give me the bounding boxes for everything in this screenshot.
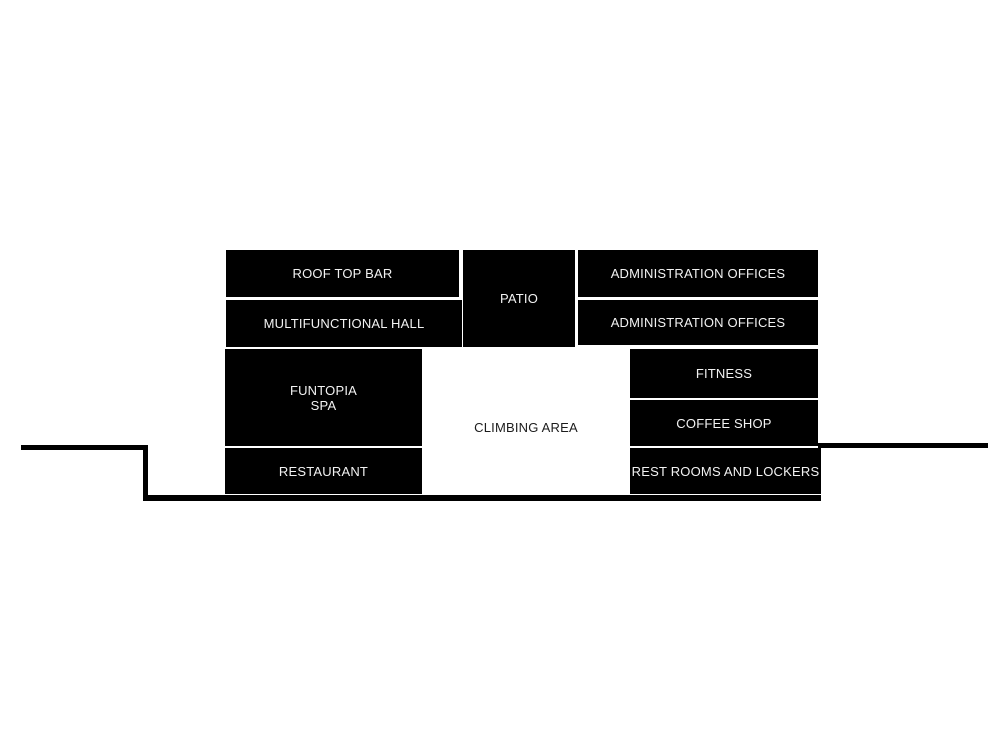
block-coffee-shop: COFFEE SHOP [630, 400, 818, 446]
block-roof-top-bar: ROOF TOP BAR [226, 250, 459, 297]
block-restaurant: RESTAURANT [225, 448, 422, 494]
block-fitness-label: FITNESS [695, 366, 753, 381]
block-coffee-shop-label: COFFEE SHOP [676, 415, 772, 431]
ground-line-step [143, 445, 148, 501]
climbing-area-label: CLIMBING AREA [474, 420, 578, 435]
block-administration-offices-lower-label: ADMINISTRATION OFFICES [610, 315, 786, 330]
block-funtopia-spa-line1: FUNTOPIA [289, 382, 358, 398]
block-patio-label: PATIO [499, 291, 539, 306]
ground-line-bottom [143, 495, 821, 501]
block-administration-offices-upper-label: ADMINISTRATION OFFICES [610, 266, 786, 281]
block-roof-top-bar-label: ROOF TOP BAR [292, 266, 393, 281]
block-administration-offices-lower: ADMINISTRATION OFFICES [578, 300, 818, 345]
climbing-area-region [422, 347, 630, 495]
block-multifunctional-hall-label: MULTIFUNCTIONAL HALL [263, 316, 425, 331]
block-patio: PATIO [463, 250, 575, 347]
block-rest-rooms-and-lockers-label: REST ROOMS AND LOCKERS [631, 463, 820, 479]
block-restaurant-label: RESTAURANT [278, 463, 369, 479]
block-multifunctional-hall: MULTIFUNCTIONAL HALL [226, 300, 462, 347]
block-funtopia-spa: FUNTOPIA SPA [225, 349, 422, 446]
ground-line-right [818, 443, 988, 448]
ground-line-left [21, 445, 148, 450]
block-administration-offices-upper: ADMINISTRATION OFFICES [578, 250, 818, 297]
block-rest-rooms-and-lockers: REST ROOMS AND LOCKERS [630, 448, 821, 494]
block-fitness: FITNESS [630, 349, 818, 398]
block-funtopia-spa-line2: SPA [310, 397, 337, 413]
